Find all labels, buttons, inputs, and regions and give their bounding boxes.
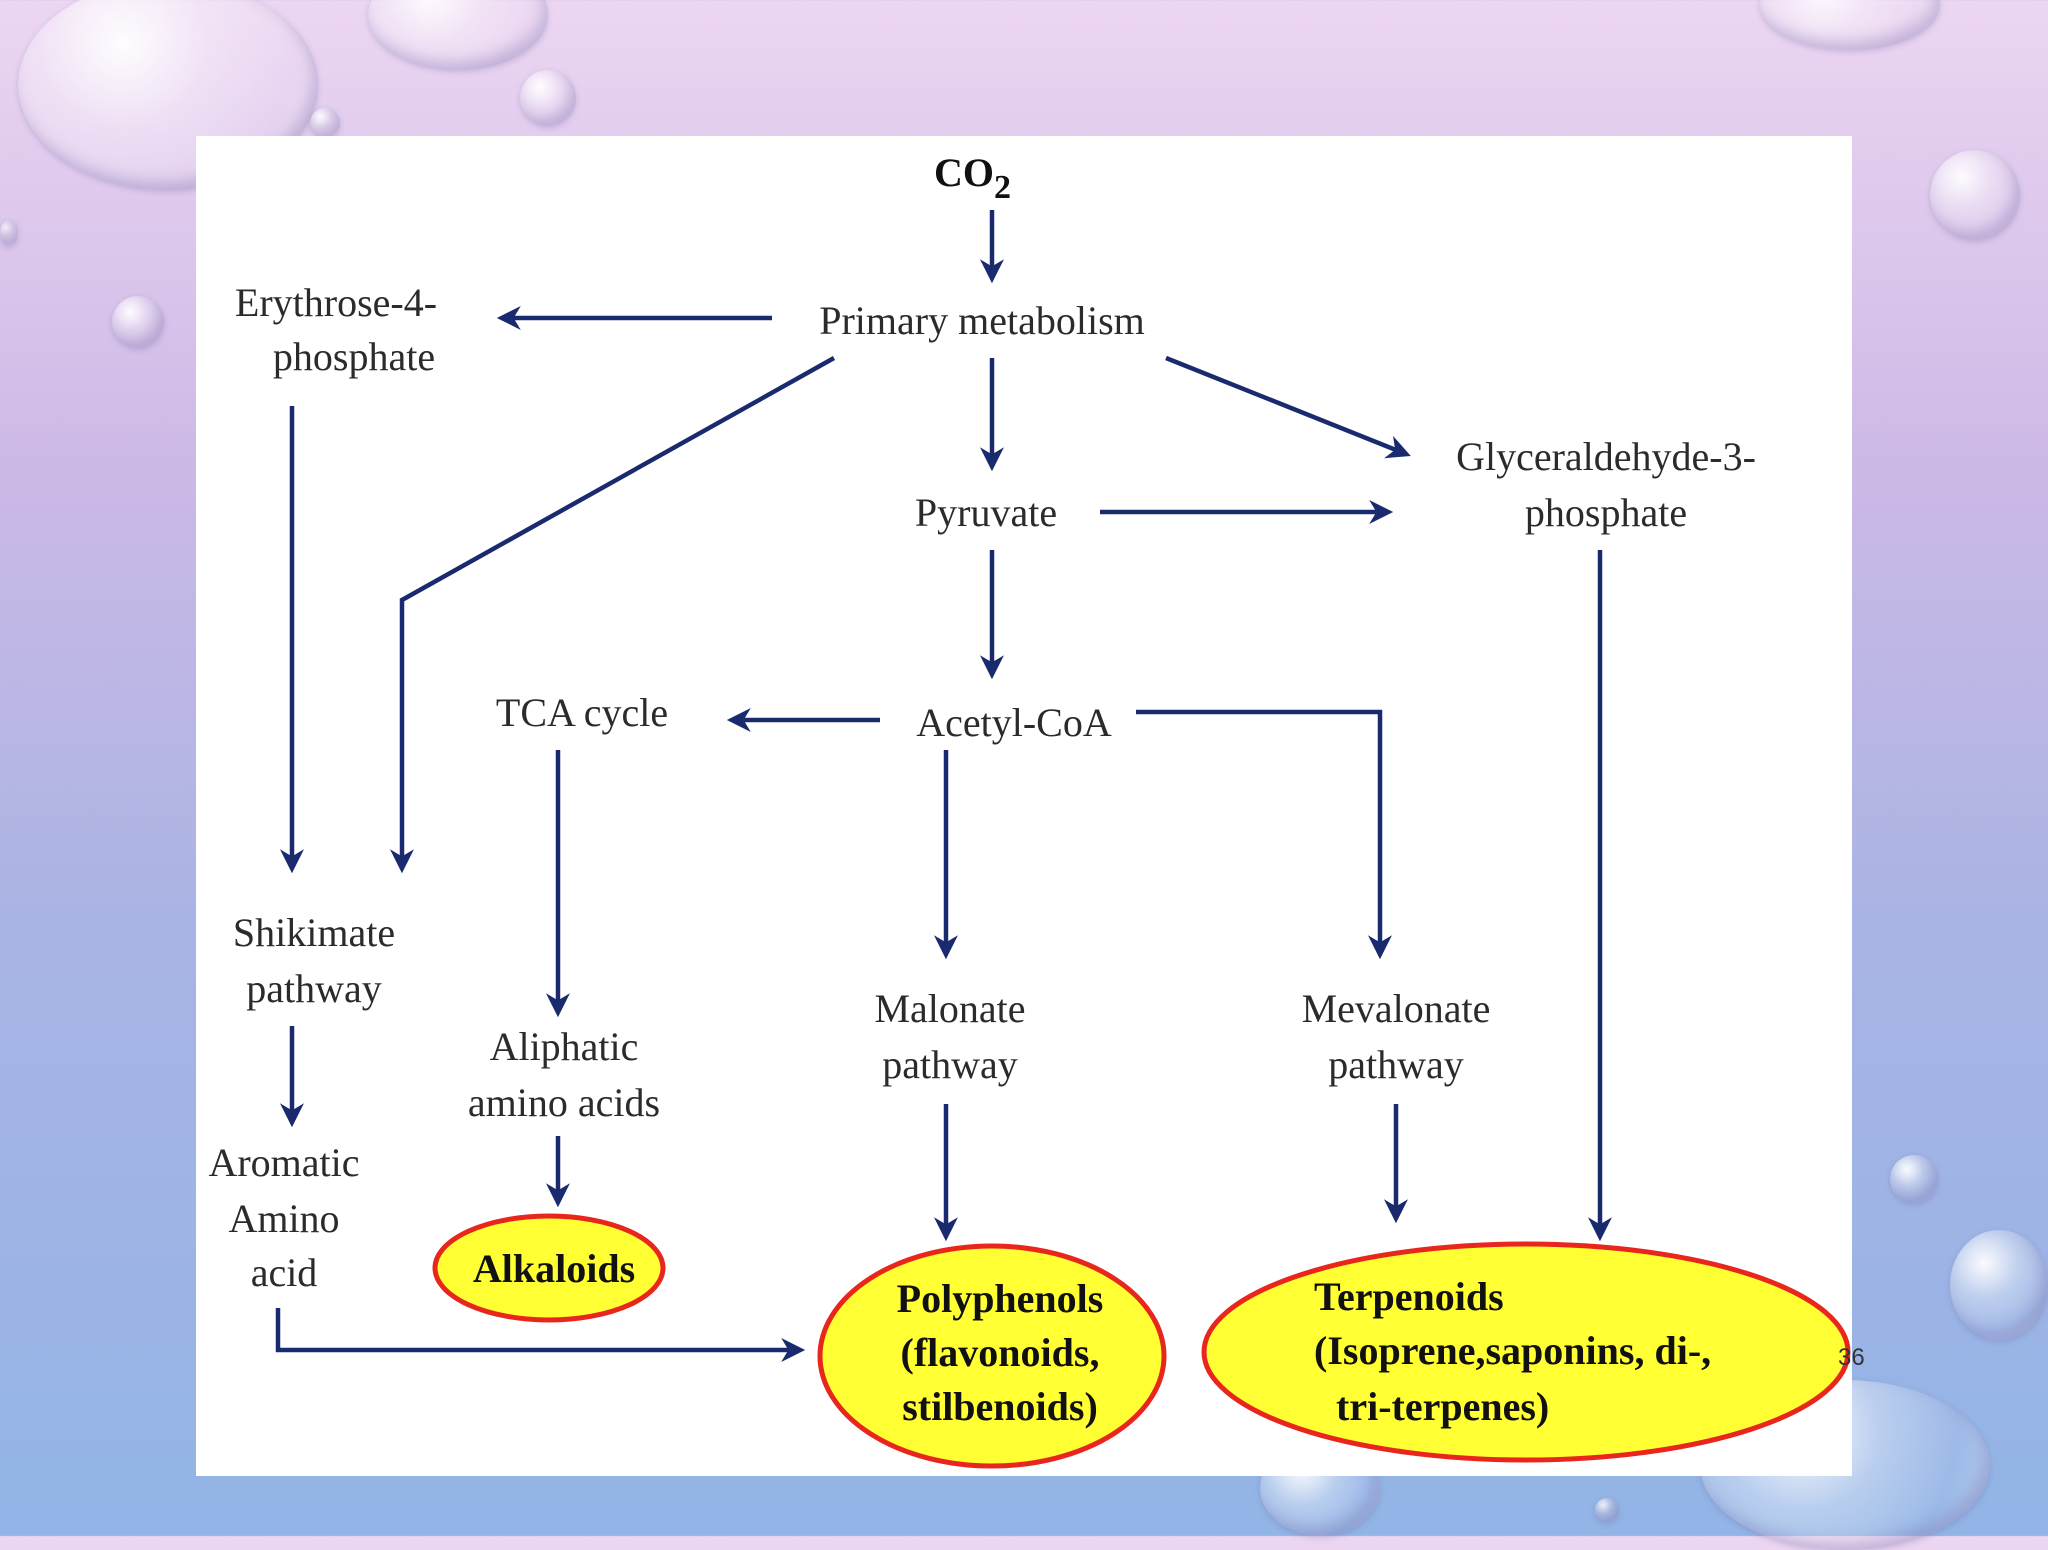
bubble-decoration	[1760, 0, 1940, 50]
terpenoids-label-line3: tri-terpenes)	[1336, 1384, 1549, 1429]
aliphatic-label: Aliphatic	[490, 1024, 639, 1069]
bubble-decoration	[310, 108, 340, 138]
bubble-decoration	[368, 0, 548, 70]
bubble-decoration	[1950, 1230, 2048, 1340]
glyceraldehyde-label-line2: phosphate	[1525, 490, 1687, 535]
tca-cycle-label: TCA cycle	[496, 690, 668, 735]
shikimate-label-line2: pathway	[246, 966, 382, 1011]
polyphenols-label-line2: (flavonoids,	[901, 1330, 1100, 1375]
primary-metabolism-label: Primary metabolism	[819, 298, 1145, 343]
erythrose-label-line2: phosphate	[273, 334, 435, 379]
co2-label: CO2	[934, 150, 1011, 206]
aromatic-label-line3: acid	[251, 1250, 318, 1295]
terpenoids-label-line2: (Isoprene,saponins, di-,	[1314, 1328, 1711, 1373]
mevalonate-label: Mevalonate	[1302, 986, 1491, 1031]
terpenoids-label: Terpenoids	[1314, 1274, 1504, 1319]
aliphatic-label-line2: amino acids	[468, 1080, 660, 1125]
glyceraldehyde-label: Glyceraldehyde-3-	[1456, 434, 1756, 479]
alkaloids-label: Alkaloids	[473, 1246, 635, 1291]
arrow-primary-to-shikimate	[389, 356, 836, 874]
alkaloids-ellipse	[432, 1213, 666, 1323]
aromatic-label: Aromatic	[208, 1140, 359, 1185]
terpenoids-ellipse	[1201, 1241, 1851, 1463]
bubble-decoration	[0, 220, 18, 246]
bubble-decoration	[1890, 1155, 1938, 1203]
polyphenols-label-line3: stilbenoids)	[902, 1384, 1098, 1429]
shikimate-label: Shikimate	[233, 910, 395, 955]
bubble-decoration	[1595, 1498, 1619, 1522]
arrows	[275, 210, 1612, 1363]
arrow-acetyl-to-mevalonate	[1136, 709, 1392, 960]
polyphenols-ellipse	[817, 1243, 1167, 1469]
pyruvate-label: Pyruvate	[915, 490, 1057, 535]
bubble-decoration	[520, 70, 576, 126]
bubble-decoration	[1930, 150, 2020, 240]
slide-number: 36	[1838, 1344, 1865, 1371]
malonate-label-line2: pathway	[882, 1042, 1018, 1087]
polyphenols-label: Polyphenols	[897, 1276, 1104, 1321]
aromatic-label-line2: Amino	[228, 1196, 339, 1241]
bubble-decoration	[112, 296, 164, 348]
erythrose-label: Erythrose-4-	[235, 280, 437, 325]
arrow-primary-to-glyceraldehyde	[1165, 355, 1411, 459]
arrow-aromatic-to-polyphenols	[275, 1308, 806, 1363]
malonate-label: Malonate	[874, 986, 1025, 1031]
metabolism-diagram: CO2 Primary metabolism Erythrose-4- phos…	[208, 150, 1851, 1469]
mevalonate-label-line2: pathway	[1328, 1042, 1464, 1087]
acetyl-coa-label: Acetyl-CoA	[916, 700, 1112, 745]
